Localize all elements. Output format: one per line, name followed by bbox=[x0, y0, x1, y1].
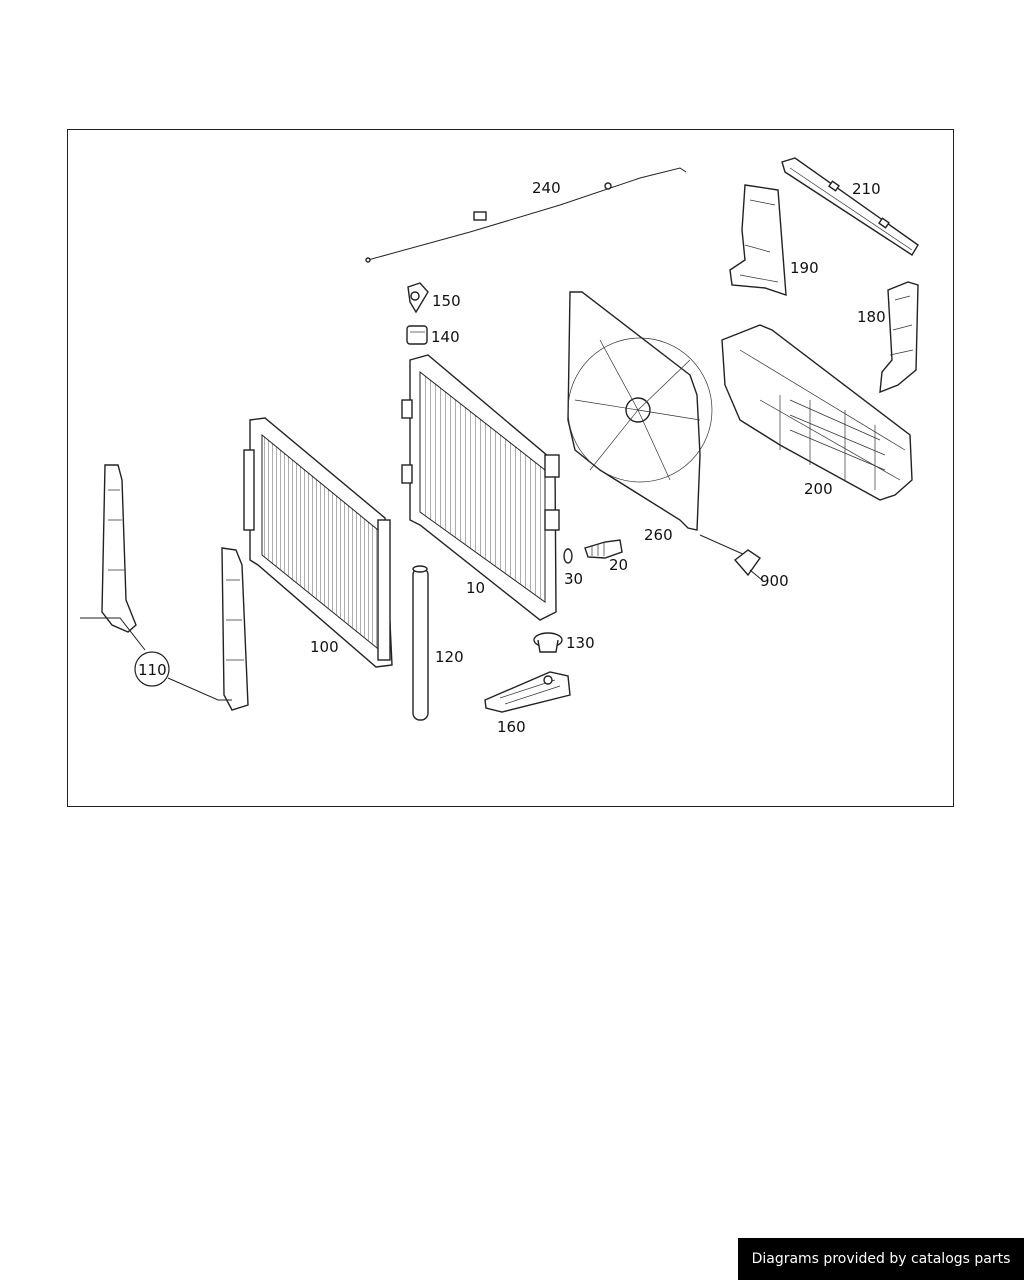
callout-30: 30 bbox=[564, 570, 583, 588]
part-100-condenser bbox=[243, 417, 393, 668]
footer-credit-text: Diagrams provided by catalogs parts bbox=[751, 1251, 1011, 1267]
callout-180: 180 bbox=[857, 308, 886, 326]
callout-150: 150 bbox=[432, 292, 461, 310]
part-240-harness bbox=[365, 167, 687, 263]
callout-140: 140 bbox=[431, 328, 460, 346]
callout-20: 20 bbox=[609, 556, 628, 574]
callout-200: 200 bbox=[804, 480, 833, 498]
callout-110-circle bbox=[134, 651, 170, 687]
callout-160: 160 bbox=[497, 718, 526, 736]
callout-10: 10 bbox=[466, 579, 485, 597]
part-210-upper-bracket bbox=[781, 157, 919, 256]
part-190-air-guide bbox=[729, 184, 787, 296]
callout-190: 190 bbox=[790, 259, 819, 277]
part-20-drain-plug bbox=[584, 539, 623, 559]
part-10-radiator bbox=[401, 354, 560, 621]
part-130-grommet bbox=[533, 632, 563, 653]
callout-100: 100 bbox=[310, 638, 339, 656]
part-180-side-bracket bbox=[879, 281, 919, 394]
callout-260: 260 bbox=[644, 526, 673, 544]
callout-240: 240 bbox=[532, 179, 561, 197]
callout-900: 900 bbox=[760, 572, 789, 590]
part-110-air-baffles bbox=[80, 464, 249, 711]
footer-credit-badge: Diagrams provided by catalogs parts bbox=[738, 1238, 1024, 1280]
part-30-o-ring bbox=[563, 548, 573, 564]
part-160-mount-pad bbox=[484, 671, 571, 713]
part-140-bushing bbox=[406, 325, 428, 345]
part-200-air-duct bbox=[721, 324, 913, 501]
part-150-mount bbox=[407, 282, 429, 314]
callout-130: 130 bbox=[566, 634, 595, 652]
callout-120: 120 bbox=[435, 648, 464, 666]
part-900-label bbox=[699, 534, 763, 581]
callout-210: 210 bbox=[852, 180, 881, 198]
diagram-frame bbox=[67, 129, 954, 807]
part-120-drier-tube bbox=[412, 565, 429, 721]
callout-110: 110 bbox=[138, 661, 167, 679]
part-260-fan-shroud bbox=[567, 291, 713, 531]
